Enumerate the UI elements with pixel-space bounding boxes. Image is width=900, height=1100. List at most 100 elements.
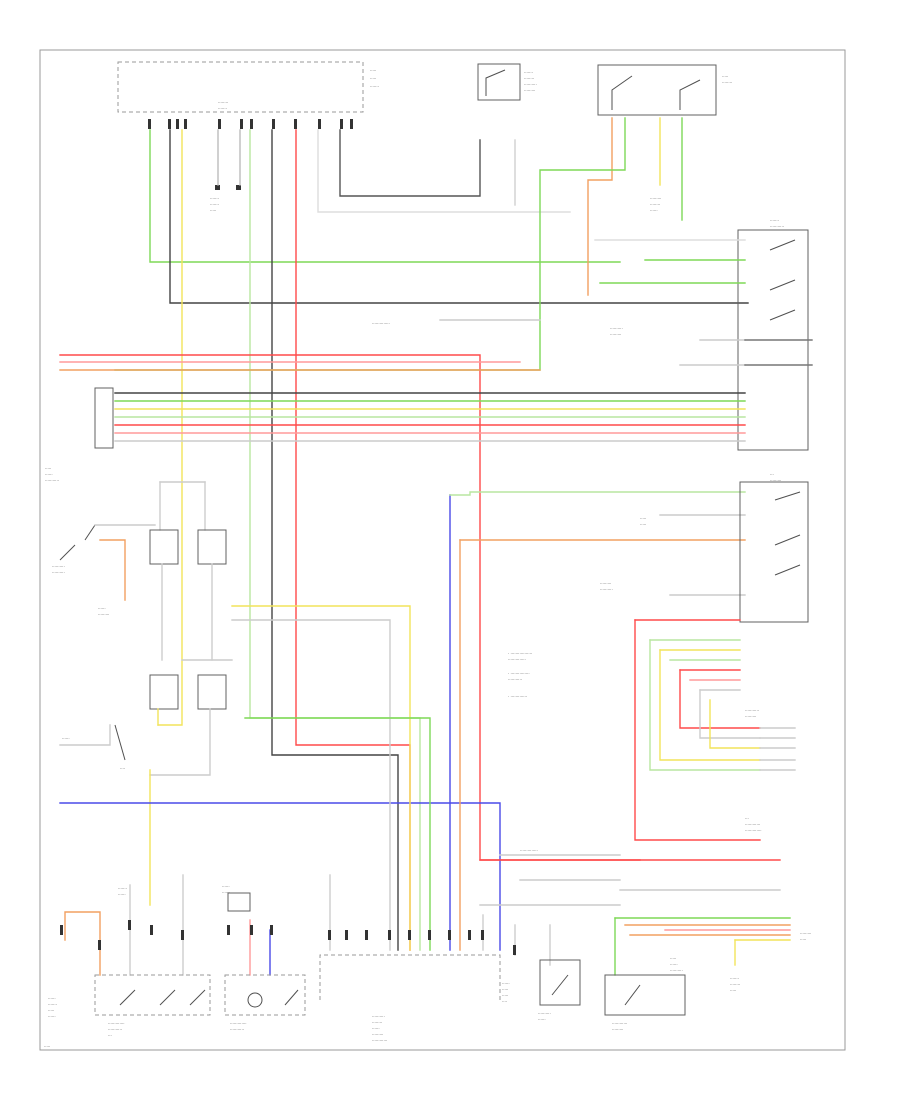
transmission-range-sensor-bottom: ·········· ········ ······ ········· ···… [319, 930, 501, 1043]
wires-right-upper-block: ·········· ········· ·············· [372, 239, 813, 366]
svg-text:········: ········ [730, 982, 740, 987]
svg-text:·······: ······· [730, 976, 739, 981]
svg-text:···········: ··········· [230, 1027, 244, 1032]
svg-text:·········: ········· [524, 88, 535, 93]
svg-text:··············: ·············· [508, 657, 526, 662]
harness-bottom-right: ········· ····· [614, 917, 811, 976]
svg-text:········: ········ [218, 100, 228, 105]
svg-text:·········: ········· [770, 478, 781, 483]
svg-text:·······: ······· [210, 196, 219, 201]
svg-text:·····: ····· [640, 522, 646, 527]
svg-text:·········: ········· [610, 332, 621, 337]
svg-text:········: ········ [524, 76, 534, 81]
wires-middle-right: ········· ·········· ····· ····· [231, 491, 746, 951]
wires-top-vertical: ········· ········ ······ [114, 117, 749, 951]
svg-text:···········: ··········· [508, 677, 522, 682]
svg-text:·····: ····· [370, 68, 376, 73]
svg-text:·······: ······· [210, 202, 219, 207]
park-neutral-switch-top: ······· ········ ·········· ········· [477, 63, 537, 101]
svg-text:········: ········ [722, 80, 732, 85]
svg-text:···: ··· [770, 472, 774, 477]
svg-text:·····: ····· [48, 1008, 54, 1013]
footer-code: ····· [44, 1044, 50, 1049]
brake-switch-left: ·········· ·········· ······ ········· [52, 524, 156, 617]
svg-text:·····: ····· [370, 76, 376, 81]
svg-text:···: ··· [108, 1033, 112, 1038]
svg-text:·······: ······· [370, 84, 379, 89]
svg-text:··········: ·········· [52, 570, 65, 575]
shift-lock-control-unit: ······· ··········· [737, 218, 809, 451]
svg-text:···: ··· [745, 816, 749, 821]
svg-text:·····: ····· [800, 937, 806, 942]
svg-text:········: ········ [372, 1020, 382, 1025]
main-harness-bus: ····· ······ ··········· [45, 354, 746, 861]
svg-text:·······: ······· [218, 106, 227, 111]
svg-text:··········: ·········· [524, 82, 537, 87]
svg-text:·······: ······· [524, 70, 533, 75]
svg-text:·······: ······· [770, 218, 779, 223]
svg-text:·····: ····· [502, 993, 508, 998]
svg-text:·····: ····· [640, 516, 646, 521]
svg-text:·········: ········· [372, 1032, 383, 1037]
svg-text:············: ············ [372, 1038, 387, 1043]
svg-text:··········: ·········· [610, 326, 623, 331]
svg-text:·········: ········· [650, 196, 661, 201]
neutral-safety-switch-bottom: ······ ······· ····· ······ ············… [48, 886, 211, 1038]
svg-text:···········: ··········· [770, 224, 784, 229]
blue-signal-wire [59, 802, 501, 951]
svg-text:············: ············ [745, 822, 760, 827]
svg-text:·······: ······· [118, 886, 127, 891]
svg-text:·········: ········· [745, 714, 756, 719]
svg-text:··········: ·········· [52, 564, 65, 569]
svg-text:······: ······ [502, 981, 510, 986]
svg-text:····: ···· [502, 999, 507, 1004]
svg-text:··········: ·········· [600, 587, 613, 592]
svg-text:··········: ·········· [538, 1011, 551, 1016]
svg-text:·········: ········· [98, 612, 109, 617]
relays-left [149, 481, 233, 776]
svg-text:······: ······ [98, 606, 106, 611]
svg-text:·····: ····· [730, 988, 736, 993]
svg-text:···········: ··········· [745, 708, 759, 713]
svg-text:·····: ····· [45, 466, 51, 471]
legend-notes: · ················· ·············· · ···… [508, 651, 532, 699]
svg-text:········: ········ [650, 202, 660, 207]
svg-text:··········: ·········· [670, 968, 683, 973]
svg-text:·····: ····· [670, 956, 676, 961]
shift-lock-solenoid-top: ····· ········ [597, 64, 732, 116]
svg-text:·······: ······· [48, 1002, 57, 1007]
svg-text:· ···············: · ··············· [508, 671, 530, 676]
svg-text:·········: ········· [800, 931, 811, 936]
svg-text:······: ······ [222, 890, 230, 895]
svg-text:··········: ·········· [372, 1014, 385, 1019]
svg-text:· ·················: · ················· [508, 651, 532, 656]
svg-text:······: ······ [48, 996, 56, 1001]
svg-text:·············: ············· [230, 1021, 247, 1026]
central-gateway-bottom: ······ ······ ············· ··········· [222, 884, 306, 1032]
svg-text:···········: ··········· [45, 478, 59, 483]
svg-text:······: ······ [670, 962, 678, 967]
bottom-small-components: ······ ····· ····· ···· ·········· ·····… [502, 945, 740, 1032]
svg-text:···········: ··········· [108, 1027, 122, 1032]
bottom-wires [64, 874, 551, 976]
svg-text:······: ······ [48, 1014, 56, 1019]
svg-text:·············: ············· [108, 1021, 125, 1026]
svg-text:······: ······ [62, 736, 70, 741]
svg-text:··············: ·············· [520, 848, 538, 853]
svg-text:············: ············ [612, 1021, 627, 1026]
svg-text:·····: ····· [722, 74, 728, 79]
svg-text:······: ······ [538, 1017, 546, 1022]
transmission-control-unit: ··· ········· [739, 472, 809, 623]
svg-text:·········: ········· [600, 581, 611, 586]
svg-text:······: ······ [650, 208, 658, 213]
svg-text:·············: ············· [745, 828, 762, 833]
svg-text:······: ······ [222, 884, 230, 889]
svg-text:·····: ····· [502, 987, 508, 992]
combination-switch-connector: ··· ············ ············· ·········… [479, 816, 781, 906]
svg-text:······: ······ [45, 472, 53, 477]
ignition-switch-left: ······ ···· [59, 724, 151, 906]
svg-text:····: ···· [120, 766, 125, 771]
svg-text:··············: ·············· [372, 321, 390, 326]
diagram-frame [39, 49, 846, 1051]
